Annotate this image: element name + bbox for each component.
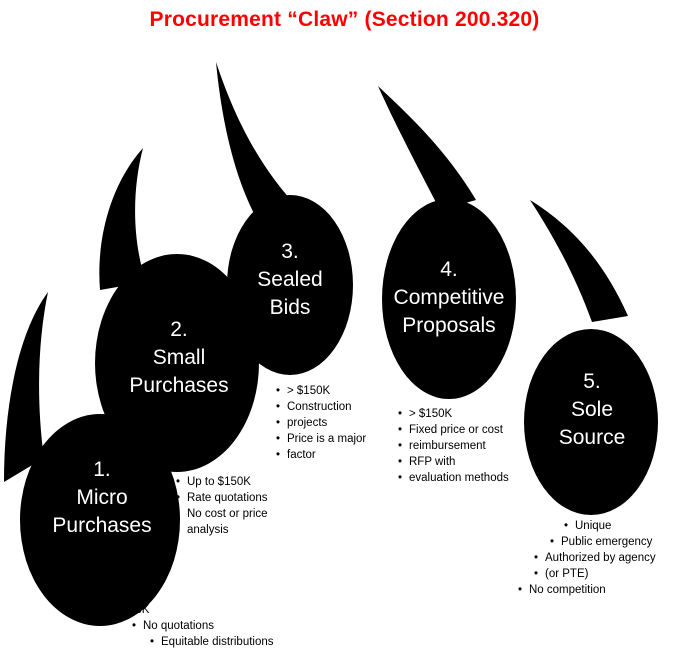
claw-1-bullet: No quotations <box>132 618 274 634</box>
claw-2-label: 2. Small Purchases <box>112 316 246 400</box>
claw-2-name-line1: Small <box>152 346 206 369</box>
claw-1-name-line1: Micro <box>76 486 128 509</box>
claw-5 <box>524 200 658 515</box>
claw-5-bullet-continuation: (or PTE) <box>534 566 656 582</box>
claw-5-name-line1: Sole <box>570 398 614 421</box>
claw-1-name-line2: Purchases <box>52 514 152 537</box>
claw-5-bullet: Unique <box>564 518 656 534</box>
claw-2-bullet: No cost or price <box>176 506 268 522</box>
claw-3-bullet-continuation: factor <box>276 447 366 463</box>
claw-2-talon <box>99 148 146 290</box>
claw-4-label: 4. Competitive Proposals <box>380 256 518 340</box>
claw-3-number: 3. <box>281 240 299 263</box>
claw-5-bullet: Authorized by agency <box>534 550 656 566</box>
claw-4-number: 4. <box>440 258 458 281</box>
claw-4-bullet: > $150K <box>398 406 509 422</box>
claw-3-bullet: Construction <box>276 399 366 415</box>
claw-1-talon <box>4 292 48 482</box>
claw-5-label: 5. Sole Source <box>535 368 649 452</box>
claw-5-bullet: No competition <box>518 582 656 598</box>
claw-5-pad <box>524 329 658 515</box>
claw-4-talon <box>378 86 476 210</box>
claw-1-label: 1. Micro Purchases <box>40 456 164 540</box>
claw-2-name-line2: Purchases <box>129 374 229 397</box>
claw-4-bullet-continuation: reimbursement <box>398 438 509 454</box>
claw-5-name-line2: Source <box>558 426 626 449</box>
claw-2 <box>95 148 259 472</box>
claw-3-bullet: Price is a major <box>276 431 366 447</box>
claw-2-bullet: Rate quotations <box>176 490 268 506</box>
claw-4-name-line2: Proposals <box>402 314 496 337</box>
claw-3-pad <box>227 195 353 375</box>
claw-4 <box>378 86 516 399</box>
claw-4-bullet-continuation: evaluation methods <box>398 470 509 486</box>
claw-5-bullets: Unique Public emergency Authorized by ag… <box>518 518 656 598</box>
claw-2-bullet-continuation: analysis <box>176 522 268 538</box>
claw-1-bullets: $3K No quotations Equitable distribution… <box>118 602 274 650</box>
claw-3-label: 3. Sealed Bids <box>232 238 348 322</box>
claw-2-pad <box>95 254 259 472</box>
claw-1 <box>4 292 180 626</box>
claw-5-bullet: Public emergency <box>550 534 656 550</box>
claw-2-number: 2. <box>170 318 188 341</box>
claw-1-bullet: Equitable distributions <box>150 634 274 650</box>
claw-5-number: 5. <box>583 370 601 393</box>
claw-2-bullets: Up to $150K Rate quotations No cost or p… <box>176 474 268 538</box>
claw-4-bullet: Fixed price or cost <box>398 422 509 438</box>
claw-1-number: 1. <box>93 458 111 481</box>
claw-3 <box>216 62 353 375</box>
claw-1-pad <box>20 414 180 626</box>
claw-5-talon <box>530 200 628 322</box>
claw-3-name-line2: Bids <box>269 296 311 319</box>
claw-4-name-line1: Competitive <box>393 286 505 309</box>
claw-3-bullets: > $150K Construction projects Price is a… <box>276 383 366 463</box>
claw-4-bullet: RFP with <box>398 454 509 470</box>
claw-4-bullets: > $150K Fixed price or cost reimbursemen… <box>398 406 509 486</box>
claw-2-bullet: Up to $150K <box>176 474 268 490</box>
claw-3-bullet-continuation: projects <box>276 415 366 431</box>
diagram-title: Procurement “Claw” (Section 200.320) <box>149 8 540 31</box>
claw-4-pad <box>382 199 516 399</box>
claw-3-name-line1: Sealed <box>257 268 323 291</box>
claw-3-bullet: > $150K <box>276 383 366 399</box>
claw-1-bullet: $3K <box>118 602 274 618</box>
